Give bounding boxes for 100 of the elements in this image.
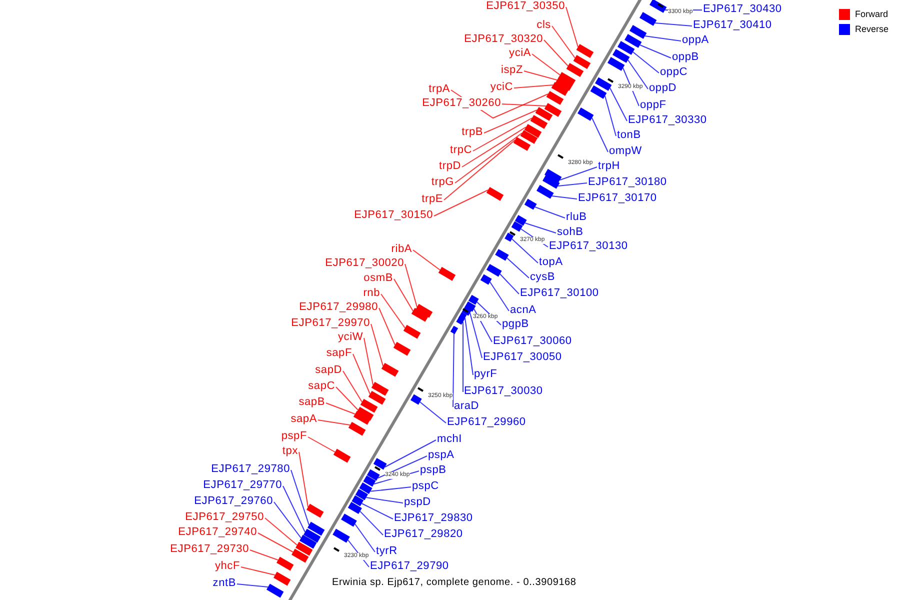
leader-line — [512, 238, 538, 264]
gene-label: ompW — [609, 145, 642, 158]
gene-block — [495, 249, 509, 261]
gene-label: trpD — [439, 160, 461, 173]
gene-block — [360, 398, 378, 413]
gene-label: oppF — [640, 99, 666, 112]
leader-line — [628, 60, 648, 90]
leader-line — [500, 274, 520, 294]
gene-block — [546, 91, 564, 105]
leader-line — [274, 502, 302, 538]
gene-block — [524, 124, 542, 138]
gene-label: topA — [539, 256, 563, 269]
gene-block — [333, 448, 351, 463]
leader-line — [384, 440, 436, 468]
leader-line — [592, 118, 608, 152]
gene-label: EJP617_29790 — [370, 560, 449, 573]
leader-line — [470, 312, 482, 358]
leader-line — [514, 84, 554, 88]
leader-line — [264, 518, 298, 546]
gene-label: EJP617_30430 — [703, 3, 782, 16]
gene-block — [544, 103, 562, 117]
gene-block — [514, 215, 527, 226]
gene-label: EJP617_29960 — [447, 416, 526, 429]
leader-line — [464, 318, 474, 376]
gene-block — [630, 25, 647, 39]
gene-block — [486, 187, 504, 201]
gene-block — [332, 528, 350, 543]
leader-line — [236, 584, 268, 588]
gene-block — [296, 542, 313, 556]
leader-line — [404, 264, 418, 308]
gene-block — [381, 362, 399, 377]
leader-line — [352, 354, 370, 394]
leader-line — [360, 510, 384, 536]
gene-label: EJP617_29770 — [203, 479, 282, 492]
gene-label: yciW — [338, 331, 363, 344]
gene-block — [608, 57, 625, 71]
gene-label: yciC — [490, 81, 513, 94]
gene-label: EJP617_29830 — [394, 512, 473, 525]
leader-line — [282, 486, 306, 532]
gene-block — [624, 34, 642, 48]
legend-label: Forward — [855, 8, 888, 21]
gene-block — [348, 502, 362, 514]
leader-line — [544, 40, 568, 66]
gene-label: EJP617_30150 — [354, 209, 433, 222]
gene-block — [300, 534, 317, 549]
gene-label: yhcF — [214, 560, 240, 573]
leader-line — [444, 140, 516, 200]
leader-line — [318, 420, 350, 426]
leader-line — [644, 36, 682, 42]
gene-label: sapC — [308, 380, 335, 393]
gene-label: trpA — [428, 83, 450, 96]
leader-line — [336, 386, 358, 410]
gene-label: EJP617_29740 — [178, 526, 257, 539]
gene-label: pspD — [404, 496, 431, 509]
gene-label: EJP617_29980 — [299, 301, 378, 314]
leader-line — [364, 338, 374, 386]
gene-label: oppB — [672, 51, 699, 64]
leader-line — [506, 258, 530, 278]
gene-label: EJP617_30180 — [588, 176, 667, 189]
leader-line — [258, 532, 294, 552]
gene-block — [355, 488, 368, 500]
gene-label: EJP617_29730 — [170, 543, 249, 556]
gene-block — [371, 382, 389, 396]
gene-label: EJP617_30350 — [486, 0, 565, 13]
leader-line — [454, 132, 522, 184]
gene-block — [573, 55, 591, 69]
gene-block — [359, 482, 372, 494]
gene-block — [513, 137, 531, 151]
gene-block — [590, 85, 607, 99]
gene-label: EJP617_30330 — [628, 114, 707, 127]
gene-label: yciA — [509, 47, 531, 60]
gene-block — [410, 394, 422, 405]
gene-label: oppC — [660, 66, 688, 79]
leader-line — [502, 104, 546, 106]
leader-line — [308, 436, 336, 452]
gene-label: pgpB — [502, 318, 529, 331]
leader-line — [632, 52, 660, 74]
gene-label: pspF — [281, 430, 307, 443]
gene-block — [524, 198, 537, 210]
gene-block — [341, 514, 357, 527]
gene-block — [274, 572, 291, 586]
gene-block — [403, 324, 421, 339]
gene-label: pspB — [420, 464, 446, 477]
gene-block — [542, 174, 560, 189]
gene-block — [480, 274, 492, 285]
leader-line — [462, 322, 464, 392]
gene-block — [544, 168, 562, 183]
gene-label: EJP617_30050 — [483, 351, 562, 364]
gene-block — [551, 82, 569, 96]
leader-line — [366, 497, 404, 504]
legend-label: Reverse — [855, 23, 889, 36]
gene-label: EJP617_30410 — [693, 19, 772, 32]
leader-line — [558, 182, 588, 186]
leader-line — [240, 566, 276, 576]
gene-block — [352, 495, 364, 506]
leader-line — [462, 126, 526, 168]
gene-label: sapB — [298, 396, 325, 409]
gene-block — [348, 422, 366, 436]
gene-label: EJP617_30020 — [325, 257, 404, 270]
gene-block — [368, 390, 386, 405]
